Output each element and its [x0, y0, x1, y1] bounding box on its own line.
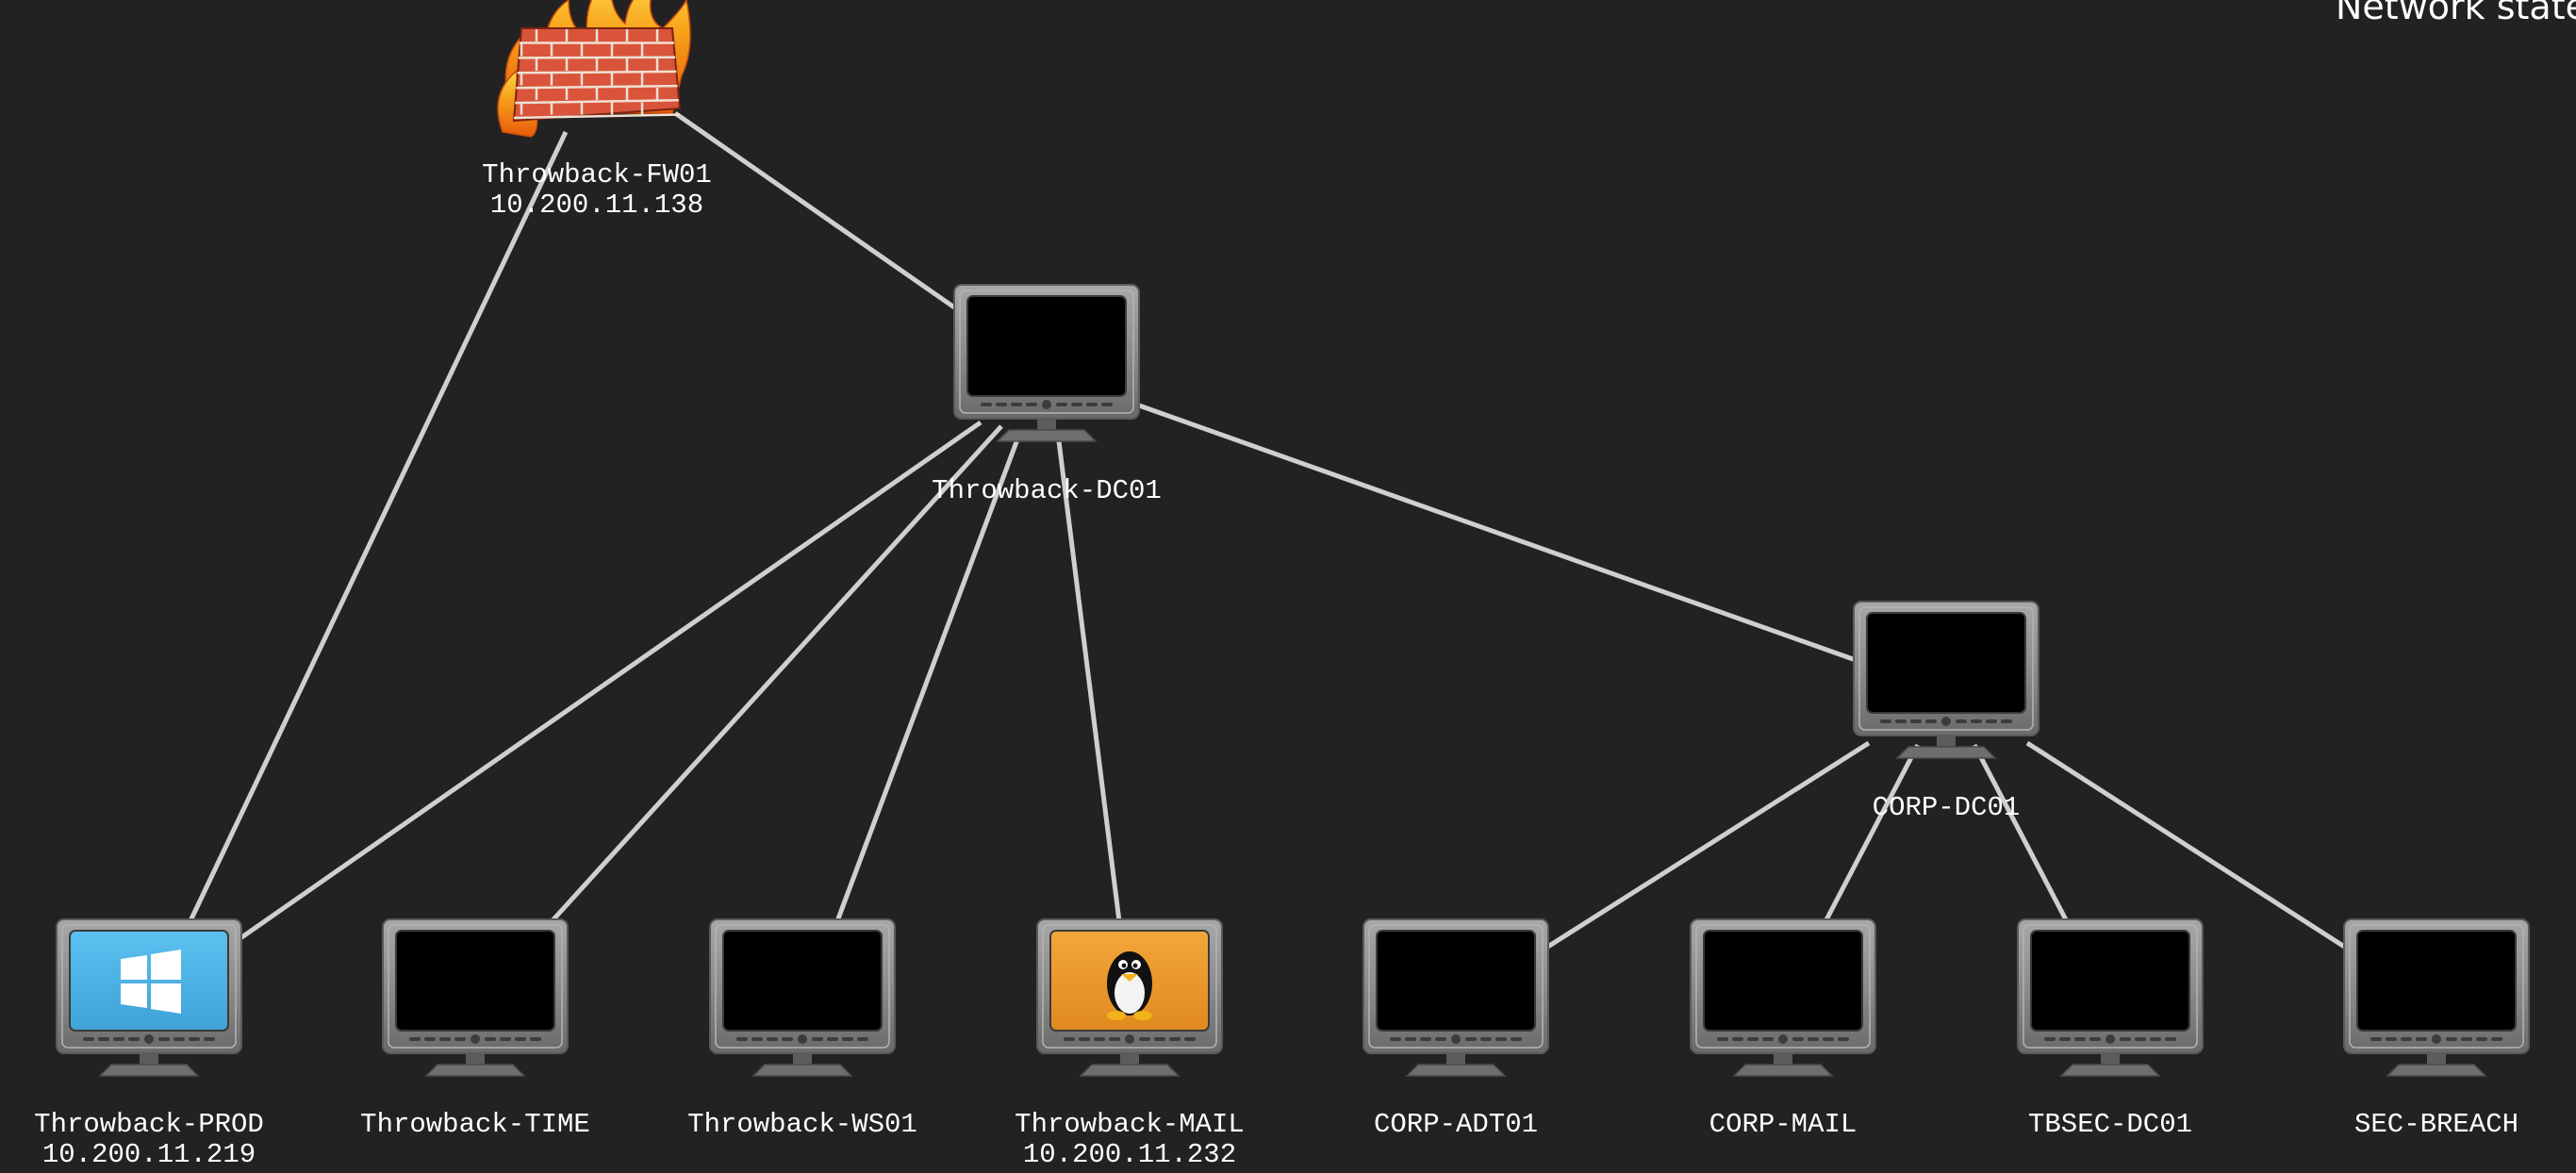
- node-name-label: Throwback-DC01: [932, 475, 1162, 506]
- node-name-label: Throwback-PROD: [34, 1109, 264, 1140]
- monitor-icon: [1690, 918, 1876, 1077]
- edge-dc01-mail: [1055, 433, 1123, 930]
- node-ws01[interactable]: Throwback-WS01: [687, 918, 917, 1140]
- node-secbreach[interactable]: SEC-BREACH: [2343, 918, 2530, 1140]
- edge-dc01-ws01: [832, 431, 1023, 930]
- monitor-icon: [2017, 918, 2204, 1077]
- monitor-icon: [953, 284, 1140, 442]
- edge-corpdc01-tbsecdc01: [1972, 743, 2073, 931]
- monitor-icon: [382, 918, 569, 1077]
- nodes-layer: Throwback-FW0110.200.11.138Throwback-DC0…: [34, 0, 2530, 1170]
- node-time[interactable]: Throwback-TIME: [360, 918, 590, 1140]
- edges-layer: [184, 110, 2348, 950]
- edge-dc01-prod: [239, 420, 983, 941]
- node-ip-label: 10.200.11.232: [1023, 1139, 1236, 1170]
- node-name-label: CORP-MAIL: [1709, 1109, 1858, 1140]
- node-name-label: Throwback-FW01: [482, 159, 712, 190]
- windows-icon: [56, 918, 242, 1077]
- node-name-label: CORP-ADT01: [1374, 1109, 1538, 1140]
- windows-logo-icon: [121, 950, 181, 1014]
- node-name-label: SEC-BREACH: [2354, 1109, 2518, 1140]
- node-dc01[interactable]: Throwback-DC01: [932, 284, 1162, 506]
- edge-corpdc01-secbreach: [2025, 740, 2348, 950]
- node-name-label: CORP-DC01: [1873, 792, 2021, 823]
- edge-dc01-corpdc01: [1138, 403, 1857, 663]
- node-corpadt01[interactable]: CORP-ADT01: [1362, 918, 1549, 1140]
- monitor-icon: [1362, 918, 1549, 1077]
- edge-fw01-prod: [184, 130, 569, 931]
- tux-penguin-icon: [1107, 951, 1152, 1020]
- node-name-label: Throwback-MAIL: [1015, 1109, 1245, 1140]
- node-corpdc01[interactable]: CORP-DC01: [1853, 601, 2039, 823]
- edge-fw01-dc01: [673, 110, 959, 312]
- node-name-label: Throwback-TIME: [360, 1109, 590, 1140]
- edge-corpdc01-corpmail: [1819, 743, 1921, 931]
- node-corpmail[interactable]: CORP-MAIL: [1690, 918, 1876, 1140]
- node-name-label: Throwback-WS01: [687, 1109, 917, 1140]
- monitor-icon: [1853, 601, 2039, 759]
- monitor-icon: [709, 918, 896, 1077]
- firewall-icon: [497, 0, 691, 138]
- node-name-label: TBSEC-DC01: [2028, 1109, 2192, 1140]
- network-state-title: Network state: [2336, 0, 2576, 27]
- node-ip-label: 10.200.11.138: [490, 190, 703, 221]
- node-ip-label: 10.200.11.219: [42, 1139, 256, 1170]
- monitor-icon: [2343, 918, 2530, 1077]
- brick-wall-icon: [512, 27, 682, 123]
- linux-icon: [1036, 918, 1223, 1077]
- node-tbsecdc01[interactable]: TBSEC-DC01: [2017, 918, 2204, 1140]
- edge-dc01-time: [543, 424, 1003, 931]
- edge-corpdc01-corpadt01: [1544, 740, 1871, 950]
